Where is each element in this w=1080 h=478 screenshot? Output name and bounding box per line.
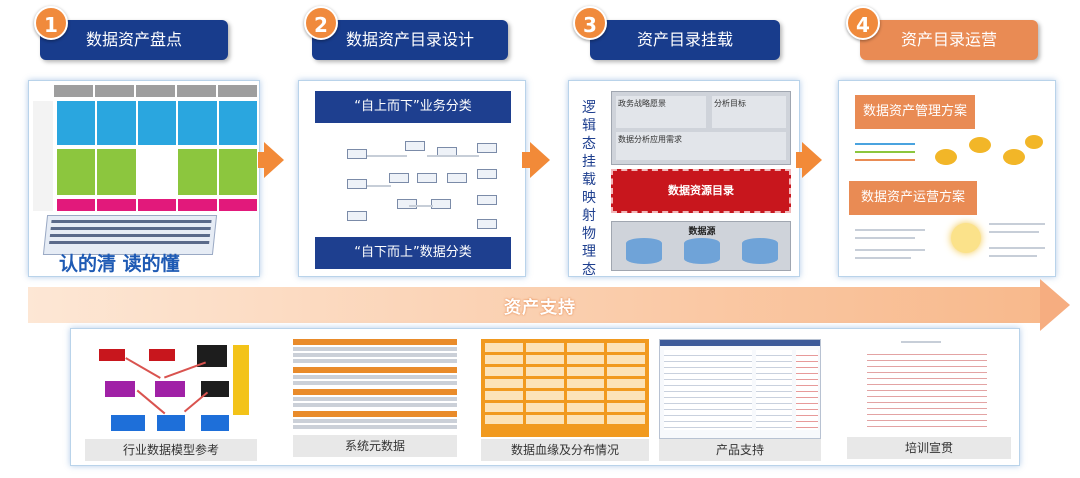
management-diagram bbox=[855, 135, 927, 169]
arrow-1-2 bbox=[264, 142, 284, 178]
analysis-box: 分析目标 bbox=[712, 96, 786, 128]
db-cylinder bbox=[626, 238, 662, 264]
step-2-number: 2 bbox=[304, 6, 338, 40]
step-3-number: 3 bbox=[573, 6, 607, 40]
step-1-title: 数据资产盘点 bbox=[40, 20, 228, 60]
support-label-product: 产品支持 bbox=[659, 439, 821, 461]
inventory-row-business bbox=[57, 101, 257, 145]
support-label-training: 培训宣贯 bbox=[847, 437, 1011, 459]
data-source-label: 数据源 bbox=[688, 227, 716, 237]
support-panel: 行业数据模型参考 系统元数据 数据血缘及分布情况 产品支持 bbox=[70, 328, 1020, 466]
strategy-box: 政务战略愿景 bbox=[616, 96, 706, 128]
support-label-system-metadata: 系统元数据 bbox=[293, 435, 457, 457]
inventory-panel: 认的清 读的懂 bbox=[28, 80, 260, 277]
industry-model-diagram bbox=[93, 337, 251, 435]
step-4-number: 4 bbox=[846, 6, 880, 40]
inventory-table-header bbox=[33, 85, 257, 97]
inventory-caption: 认的清 读的懂 bbox=[59, 253, 180, 275]
support-arrow-body bbox=[28, 287, 1040, 323]
bulb-icon bbox=[951, 223, 981, 253]
inventory-row-result bbox=[57, 199, 257, 211]
support-arrow-label: 资产支持 bbox=[504, 298, 576, 318]
catalog-design-panel: “自上而下”业务分类 “自下而上”数据分类 bbox=[298, 80, 526, 277]
arrow-3-4-body bbox=[796, 152, 804, 168]
db-cylinder bbox=[684, 238, 720, 264]
data-source-layer: 数据源 bbox=[611, 221, 791, 271]
inventory-row-labels bbox=[33, 101, 53, 211]
training-document bbox=[861, 339, 997, 433]
needs-box: 数据分析应用需求 bbox=[616, 132, 786, 160]
logical-layer: 政务战略愿景 分析目标 数据分析应用需求 bbox=[611, 91, 791, 165]
support-label-data-lineage: 数据血缘及分布情况 bbox=[481, 439, 649, 461]
operation-notes-left bbox=[855, 223, 935, 263]
management-plan-label: 数据资产管理方案 bbox=[855, 95, 975, 129]
arrow-1-2-body bbox=[258, 152, 266, 168]
top-down-label: “自上而下”业务分类 bbox=[315, 91, 511, 123]
step-4-title: 资产目录运营 bbox=[860, 20, 1038, 60]
operation-plan-label: 数据资产运营方案 bbox=[849, 181, 977, 215]
db-cylinder bbox=[742, 238, 778, 264]
arrow-2-3 bbox=[530, 142, 550, 178]
data-lineage-grid bbox=[481, 339, 649, 437]
step-1-number: 1 bbox=[34, 6, 68, 40]
bottom-up-label: “自下而上”数据分类 bbox=[315, 237, 511, 269]
resource-directory: 数据资源目录 bbox=[611, 169, 791, 213]
system-metadata-table bbox=[293, 339, 457, 431]
operation-panel: 数据资产管理方案 数据资产运营方案 bbox=[838, 80, 1056, 277]
arrow-3-4 bbox=[802, 142, 822, 178]
process-nodes bbox=[935, 133, 1047, 173]
operation-notes-right bbox=[989, 217, 1049, 267]
classification-tree bbox=[309, 129, 517, 233]
step-3-title: 资产目录挂载 bbox=[590, 20, 780, 60]
catalog-mount-panel: 逻辑态 挂载 映射 物理态 政务战略愿景 分析目标 数据分析应用需求 数据资源目… bbox=[568, 80, 800, 277]
step-2-title: 数据资产目录设计 bbox=[312, 20, 508, 60]
support-arrow-head bbox=[1040, 279, 1070, 331]
mount-side-label: 逻辑态 挂载 映射 物理态 bbox=[582, 100, 596, 277]
product-support-table bbox=[659, 339, 821, 439]
inventory-row-dept bbox=[57, 149, 257, 195]
arrow-2-3-body bbox=[522, 152, 532, 168]
support-label-industry-model: 行业数据模型参考 bbox=[85, 439, 257, 461]
